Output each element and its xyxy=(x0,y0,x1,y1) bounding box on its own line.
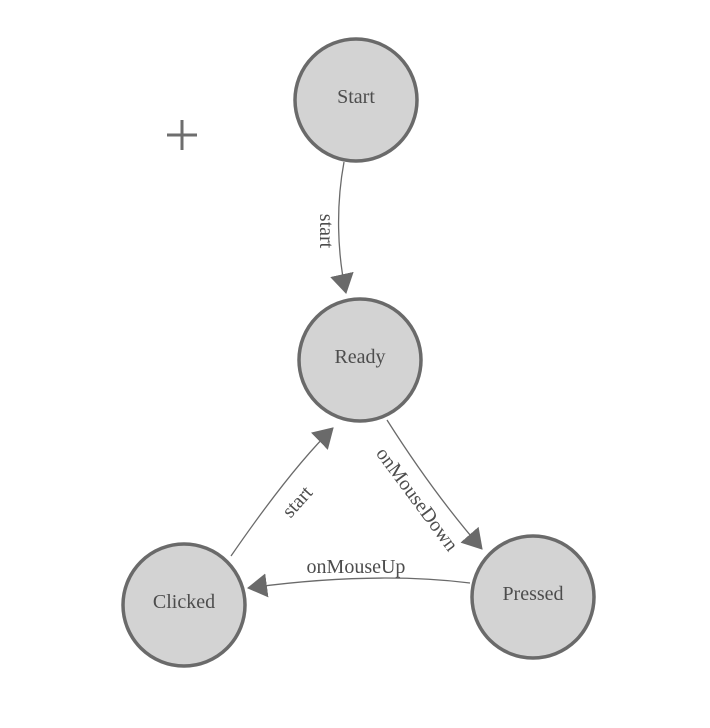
edges-layer xyxy=(230,161,483,598)
node-pressed-label: Pressed xyxy=(502,583,563,605)
node-clicked-label: Clicked xyxy=(153,591,215,613)
node-clicked-circle[interactable] xyxy=(121,542,247,668)
node-clicked[interactable]: Clicked xyxy=(121,542,247,668)
node-start-label: Start xyxy=(337,86,375,108)
node-start[interactable]: Start xyxy=(293,37,419,163)
edge-label-ready-to-pressed: onMouseDown xyxy=(371,443,462,555)
edge-start-to-ready[interactable] xyxy=(330,161,354,294)
node-ready-circle[interactable] xyxy=(297,297,423,423)
node-pressed-circle[interactable] xyxy=(470,534,596,660)
edge-clicked-to-ready[interactable] xyxy=(230,427,334,557)
node-pressed[interactable]: Pressed xyxy=(470,534,596,660)
edge-label-pressed-to-clicked: onMouseUp xyxy=(307,556,406,578)
node-ready-label: Ready xyxy=(334,346,385,368)
edge-label-start-to-ready: start xyxy=(315,214,337,249)
edge-ready-to-pressed[interactable] xyxy=(386,419,483,550)
node-start-circle[interactable] xyxy=(293,37,419,163)
edge-pressed-to-clicked[interactable] xyxy=(247,573,471,598)
node-ready[interactable]: Ready xyxy=(297,297,423,423)
edge-label-clicked-to-ready: start xyxy=(278,482,318,523)
origin-crosshair-icon xyxy=(167,120,197,150)
